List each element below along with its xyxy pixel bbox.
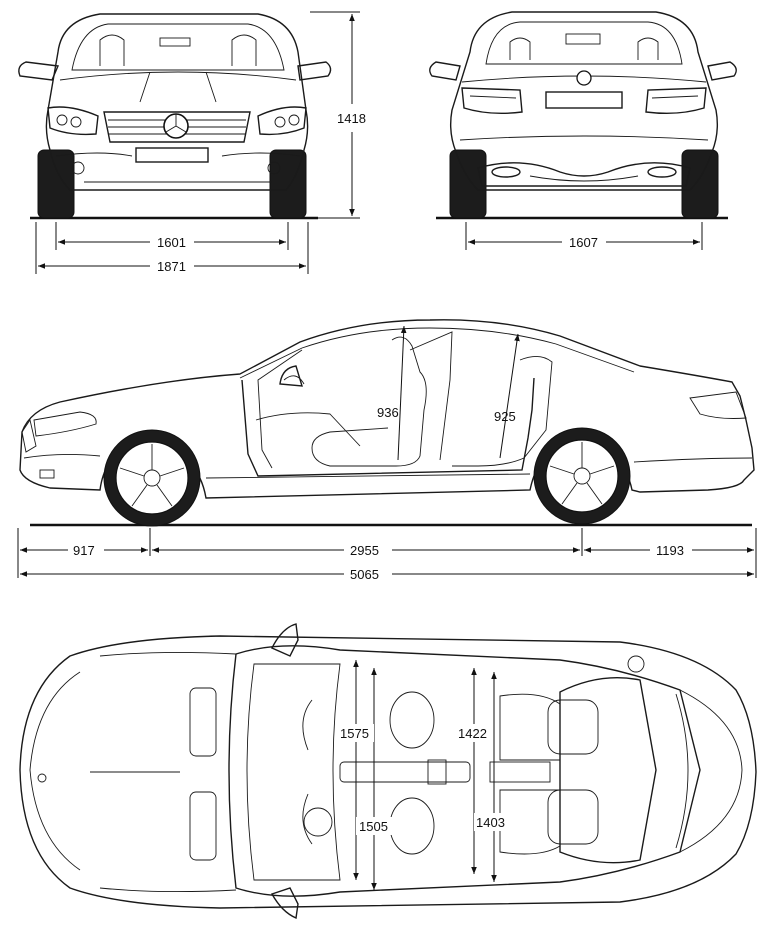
front-view: 1418 1601 1871	[18, 11, 366, 274]
rear-view-star-emblem	[576, 70, 592, 86]
dim-front-track: 1601	[157, 235, 186, 250]
side-view-headlight	[33, 411, 97, 437]
rear-view: 1607	[429, 11, 737, 250]
rear-view-right-mirror	[707, 61, 737, 81]
front-view-grille	[103, 111, 251, 143]
dim-front-elbow-room: 1505	[359, 819, 388, 834]
front-view-left-mirror	[18, 61, 60, 81]
dim-front-headroom: 936	[377, 405, 399, 420]
dim-rear-overhang: 1193	[656, 543, 684, 558]
top-view-front-right-seat	[389, 797, 435, 855]
side-view-open-door	[241, 377, 535, 477]
front-view-license-plate	[135, 147, 209, 163]
top-view-steering-wheel	[303, 807, 333, 837]
top-view-front-left-seat	[389, 691, 435, 749]
top-view-star-emblem	[37, 773, 47, 783]
top-view-right-mirror	[270, 887, 299, 920]
front-view-left-headlight	[47, 106, 99, 136]
rear-view-left-mirror	[429, 61, 461, 81]
top-view: 1575 1422 1505 1403	[19, 623, 757, 920]
dim-overall-length: 5065	[350, 567, 379, 582]
dim-front-shoulder-room: 1575	[340, 726, 369, 741]
dim-front-overhang: 917	[73, 543, 95, 558]
rear-view-license-plate	[545, 91, 623, 109]
rear-view-left-taillight	[461, 87, 523, 115]
side-view-taillight	[689, 391, 747, 419]
rear-view-left-tire	[449, 149, 487, 219]
rear-view-right-tire	[681, 149, 719, 219]
rear-view-right-taillight	[645, 87, 707, 115]
front-view-right-mirror	[297, 61, 332, 81]
top-view-left-mirror	[271, 623, 299, 657]
dim-rear-elbow-room: 1403	[476, 815, 505, 830]
dim-overall-width: 1871	[157, 259, 186, 274]
front-view-right-headlight	[257, 106, 307, 136]
dim-rear-shoulder-room: 1422	[458, 726, 487, 741]
rear-view-left-exhaust	[491, 166, 521, 178]
dim-wheelbase: 2955	[350, 543, 379, 558]
side-view: 936 925 917 2955 1193 5065	[17, 319, 757, 582]
dim-rear-headroom: 925	[494, 409, 516, 424]
top-view-hood-vent-left	[189, 687, 217, 757]
side-view-mirror	[279, 365, 303, 387]
dim-height: 1418	[337, 111, 366, 126]
dim-rear-track: 1607	[569, 235, 598, 250]
rear-view-right-exhaust	[647, 166, 677, 178]
top-view-hood-vent-right	[189, 791, 217, 861]
front-view-right-tire	[269, 149, 307, 219]
front-view-left-tire	[37, 149, 75, 219]
